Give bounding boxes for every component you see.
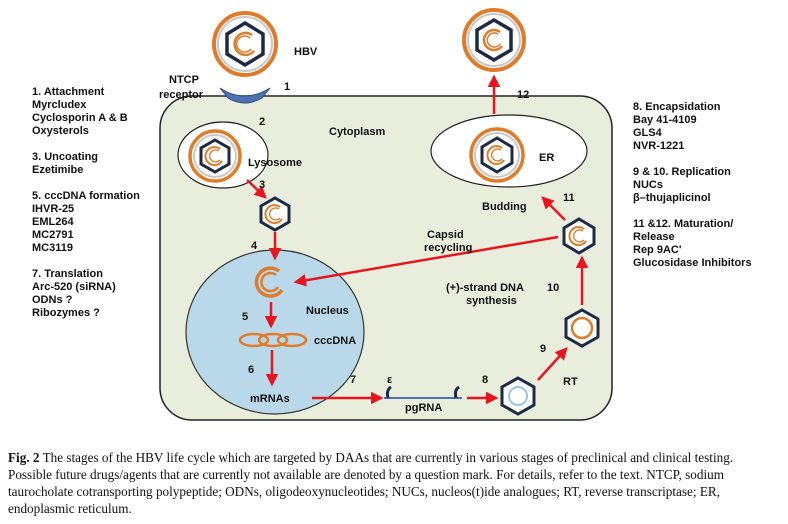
lysosome-label: Lysosome [248,157,302,169]
step-label-6: 6 [248,364,254,376]
pgrna-capsid-icon [500,376,536,416]
step-label-11: 11 [563,192,575,204]
group-maturation-heading: 11 &12. Maturation/ [633,218,734,230]
group-uncoating-heading: 3. Uncoating [32,151,99,163]
right-drug-panel: 8. Encapsidation Bay 41-4109 GLS4 NVR-12… [633,101,752,270]
drug-ribozymes: Ribozymes ? [32,307,100,319]
drug-oxysterols: Oxysterols [32,125,89,137]
drug-bay41: Bay 41-4109 [633,114,697,126]
rt-label: RT [563,376,578,388]
released-virion-icon [462,8,526,72]
drug-odns: ODNs ? [32,294,73,306]
cytoplasm-label: Cytoplasm [329,126,385,138]
er-label: ER [539,152,554,164]
drug-thujaplicinol: β–thujaplicinol [633,192,711,204]
drug-glucosidase: Glucosidase Inhibitors [633,257,752,269]
arrow-capsid-recycling [293,235,559,287]
left-drug-panel: 1. Attachment Myrcludex Cyclosporin A & … [32,86,140,320]
arrow-step-9 [537,347,568,381]
er-virion-icon [469,127,525,183]
group-encapsidation-heading: 8. Encapsidation [633,101,721,113]
drug-eml264: EML264 [32,216,74,228]
pgrna-icon [384,385,462,399]
budding-label: Budding [482,201,527,213]
mature-capsid-icon [562,217,596,255]
nucleus-label: Nucleus [306,305,349,317]
hbv-label: HBV [294,46,318,58]
drug-ezetimibe: Ezetimibe [32,164,84,176]
drug-arc520: Arc-520 (siRNA) [32,281,116,293]
drug-mc2791: MC2791 [32,229,74,241]
step-label-10: 10 [547,282,559,294]
capsid-recycling-label: Capsid [427,229,464,241]
mrnas-label: mRNAs [250,393,290,405]
drug-cyclosporin: Cyclosporin A & B [32,112,128,124]
drug-release: Release [633,231,675,243]
plus-strand-label-2: synthesis [466,295,517,307]
drug-nvr1221: NVR-1221 [633,140,685,152]
rt-capsid-icon [564,308,600,348]
step-label-1: 1 [284,81,290,93]
ntcp-label: NTCP [169,74,199,86]
ntcp-receptor-label: receptor [159,89,204,101]
pgrna-label: pgRNA [405,402,442,414]
rcdna-icon [254,266,284,298]
group-cccdna-heading: 5. cccDNA formation [32,190,140,202]
capsid-recycling-label-2: recycling [424,242,472,254]
drug-mc3119: MC3119 [32,242,73,254]
step-label-12: 12 [517,89,529,101]
epsilon-label: ε [387,374,393,386]
caption-label: Fig. 2 [8,450,40,465]
cccdna-label: cccDNA [314,335,356,347]
arrow-step-3 [246,179,267,199]
ntcp-receptor-icon [219,87,271,104]
arrow-step-11 [541,196,566,221]
step-label-9: 9 [540,343,546,355]
drug-nucs: NUCs [633,179,663,191]
capsid-icon [259,196,291,232]
step-label-4: 4 [251,240,258,252]
caption-text: The stages of the HBV life cycle which a… [8,450,734,516]
lysosome-virion-icon [188,129,242,183]
step-label-2: 2 [259,116,265,128]
step-label-8: 8 [482,374,488,386]
step-label-3: 3 [259,179,265,191]
group-replication-heading: 9 & 10. Replication [633,166,731,178]
drug-gls4: GLS4 [633,127,662,139]
hbv-life-cycle-diagram: HBV NTCP receptor Cytoplasm Lysosome Nuc… [159,8,613,421]
figure-caption: Fig. 2 The stages of the HBV life cycle … [8,449,780,517]
drug-rep9ac: Rep 9AC' [633,244,682,256]
group-attachment-heading: 1. Attachment [32,86,105,98]
plus-strand-label: (+)-strand DNA [446,282,524,294]
drug-ihvr25: IHVR-25 [32,203,75,215]
cccdna-icon [238,332,308,348]
step-label-5: 5 [242,311,248,323]
step-label-7: 7 [350,374,356,386]
group-translation-heading: 7. Translation [32,268,103,280]
hbv-virion-icon [212,11,278,77]
drug-myrcludex: Myrcludex [32,99,87,111]
